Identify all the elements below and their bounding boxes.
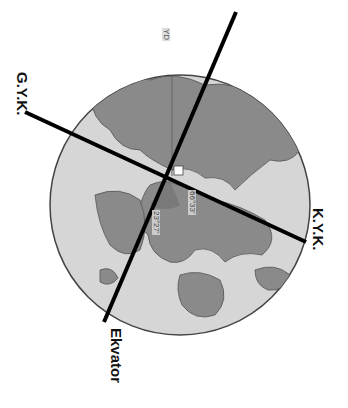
axis-label: YD: [162, 28, 170, 41]
center-mark: [174, 166, 183, 175]
axis-line: [104, 12, 236, 322]
globe: [50, 75, 310, 335]
angle-label: 23°27': [152, 210, 160, 235]
equator-label: Ekvator: [109, 328, 124, 383]
angle-label: 66°33': [188, 190, 196, 215]
hemisphere-label: G.Y.K.: [15, 72, 30, 115]
hemisphere-label: K.Y.K.: [311, 208, 326, 251]
tropic-line: [25, 112, 306, 242]
